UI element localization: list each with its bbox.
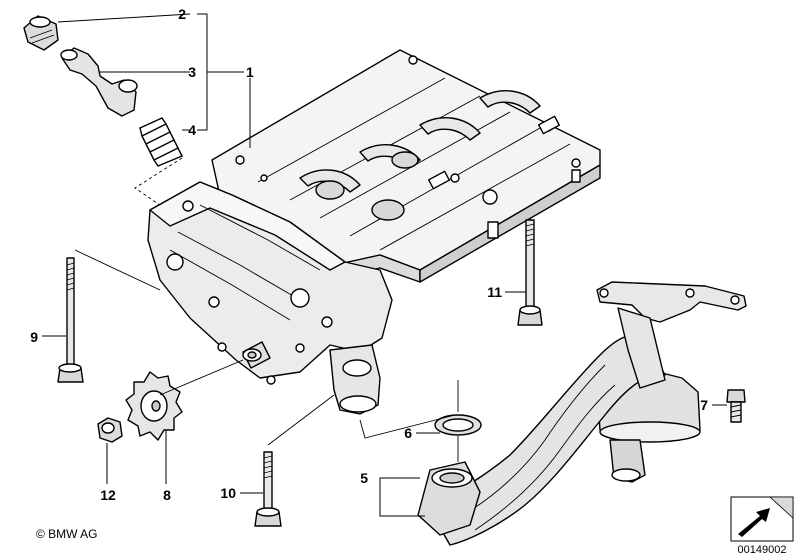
oil-pickup-pipe [417,281,747,546]
callout-3: 3 [188,64,196,80]
callout-6: 6 [404,425,412,441]
callout-7: 7 [700,397,708,413]
leader-lines [42,13,727,517]
bolt-7 [726,389,746,423]
callout-11: 11 [487,284,502,300]
relief-valve-plug [23,15,59,51]
callout-9: 9 [30,329,38,345]
copyright-text: © BMW AG [36,527,98,541]
callout-4: 4 [188,122,196,138]
callout-1: 1 [246,64,254,80]
callout-8: 8 [163,487,171,503]
relief-valve-spring [139,117,183,167]
callout-5: 5 [360,470,368,486]
callout-12: 12 [100,487,116,503]
o-ring-6 [434,414,482,436]
bolt-10 [254,451,282,527]
sprocket-8 [125,371,183,441]
oil-pump-housing [147,49,601,415]
callout-10: 10 [220,485,236,501]
callout-2: 2 [178,6,186,22]
nut-12 [97,417,123,443]
bolt-11 [517,219,543,326]
page-corner-arrow-icon [730,496,794,542]
diagram-number: 00149002 [738,544,787,556]
bolt-9 [57,257,84,383]
relief-valve-piston [60,47,138,117]
